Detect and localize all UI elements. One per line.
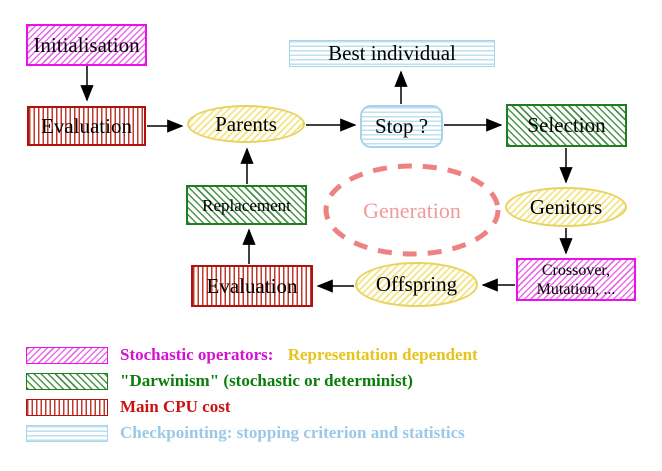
legend-label-stochastic: Stochastic operators: [120, 345, 274, 364]
legend-label-darwinism: "Darwinism" (stochastic or determinist) [120, 371, 413, 390]
node-crossover-mutation: Crossover, Mutation, ... [516, 258, 636, 301]
node-best-individual: Best individual [289, 40, 495, 67]
node-replacement-label: Replacement [202, 195, 291, 215]
node-stop-label: Stop ? [374, 114, 429, 138]
node-initialisation: Initialisation [26, 24, 147, 66]
node-crossover-mutation-label: Crossover, Mutation, ... [537, 261, 616, 299]
legend-text-darwinism: "Darwinism" (stochastic or determinist) [120, 371, 413, 391]
legend-text-checkpointing: Checkpointing: stopping criterion and st… [120, 423, 465, 443]
node-stop: Stop ? [360, 105, 443, 148]
node-selection-label: Selection [527, 113, 606, 137]
node-replacement: Replacement [186, 185, 307, 225]
node-selection: Selection [506, 104, 627, 147]
legend-text-main-cpu-cost: Main CPU cost [120, 397, 230, 417]
legend-row-darwinism: "Darwinism" (stochastic or determinist) [26, 370, 413, 392]
legend-row-main-cpu-cost: Main CPU cost [26, 396, 230, 418]
node-offspring: Offspring [355, 262, 478, 307]
legend-text-stochastic-operators: Stochastic operators: Representation dep… [120, 345, 478, 365]
legend-row-stochastic-operators: Stochastic operators: Representation dep… [26, 344, 478, 366]
node-offspring-label: Offspring [375, 272, 458, 296]
legend-label-main-cpu-cost: Main CPU cost [120, 397, 231, 416]
legend-swatch-green-hatch [26, 372, 108, 390]
node-genitors-label: Genitors [529, 194, 603, 219]
node-evaluation-top-label: Evaluation [41, 113, 132, 138]
node-evaluation-bottom: Evaluation [191, 265, 313, 307]
legend-swatch-red-stripes [26, 398, 108, 416]
mutation-line: Mutation, ... [536, 280, 616, 298]
legend-label-checkpointing: Checkpointing: stopping criterion and st… [120, 423, 465, 442]
node-best-individual-label: Best individual [328, 41, 456, 65]
legend-row-checkpointing: Checkpointing: stopping criterion and st… [26, 422, 465, 444]
node-parents-label: Parents [215, 111, 277, 136]
node-parents: Parents [187, 105, 305, 143]
node-evaluation-top: Evaluation [27, 106, 146, 146]
legend-swatch-magenta-hatch [26, 346, 108, 364]
legend-swatch-cyan-stripes [26, 424, 108, 442]
crossover-line: Crossover, [541, 261, 611, 279]
node-initialisation-label: Initialisation [33, 32, 140, 57]
generation-loop-ellipse [323, 163, 501, 257]
legend-label-representation: Representation dependent [287, 345, 478, 364]
node-genitors: Genitors [505, 187, 627, 227]
generation-loop-label: Generation [363, 198, 461, 223]
node-evaluation-bottom-label: Evaluation [206, 273, 298, 298]
